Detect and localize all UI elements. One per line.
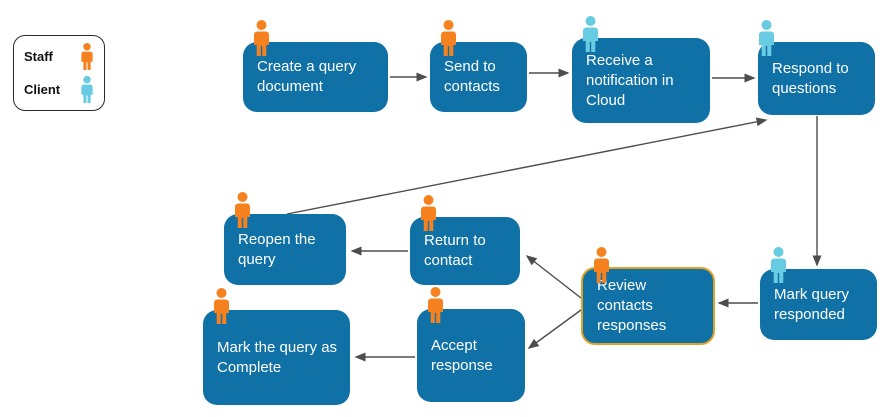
staff-person-icon	[428, 287, 443, 323]
client-person-icon	[771, 247, 786, 283]
node-label: Mark the query as Complete	[217, 338, 338, 376]
legend-item-staff: Staff	[24, 43, 95, 70]
legend-label-client: Client	[24, 82, 61, 97]
flow-node-send-to-contacts[interactable]: Send to contacts	[430, 20, 527, 112]
flow-node-reopen-the-query[interactable]: Reopen the query	[224, 192, 346, 285]
node-label: Receive a notification in Cloud	[586, 51, 674, 109]
arrow-review-to-accept	[527, 309, 582, 349]
node-label: Create a query document	[257, 58, 357, 95]
flow-node-review-contacts-responses[interactable]: Review contacts responses	[581, 247, 715, 345]
node-label: Respond to questions	[772, 59, 849, 97]
node-label: Send to contacts	[444, 58, 500, 95]
legend-label-staff: Staff	[24, 49, 53, 64]
legend: Staff Client	[13, 35, 105, 111]
staff-person-icon	[441, 20, 456, 56]
staff-person-icon	[254, 20, 269, 56]
flow-node-mark-query-responded[interactable]: Mark query responded	[760, 247, 877, 340]
client-person-icon	[583, 16, 598, 52]
legend-item-client: Client	[24, 76, 95, 103]
flow-node-mark-query-as-complete[interactable]: Mark the query as Complete	[203, 288, 350, 405]
flow-node-create-query-document[interactable]: Create a query document	[243, 20, 388, 112]
flow-node-receive-notification[interactable]: Receive a notification in Cloud	[572, 16, 710, 123]
node-label: Reopen the query	[238, 230, 316, 268]
node-label: Accept response	[431, 336, 493, 374]
node-label: Return to contact	[424, 232, 486, 269]
staff-person-icon	[421, 195, 436, 231]
staff-person-icon	[235, 192, 250, 228]
arrow-reopen-to-respond	[286, 117, 768, 215]
staff-person-icon	[214, 288, 229, 324]
flow-node-respond-to-questions[interactable]: Respond to questions	[758, 20, 875, 115]
staff-person-icon	[81, 43, 93, 70]
flow-node-accept-response[interactable]: Accept response	[417, 287, 525, 402]
node-label: Review contacts responses	[597, 277, 667, 334]
flow-node-return-to-contact[interactable]: Return to contact	[410, 195, 520, 285]
client-person-icon	[759, 20, 774, 56]
arrow-review-to-return	[525, 255, 582, 299]
node-label: Mark query responded	[774, 285, 850, 323]
client-person-icon	[81, 76, 93, 103]
staff-person-icon	[594, 247, 609, 283]
